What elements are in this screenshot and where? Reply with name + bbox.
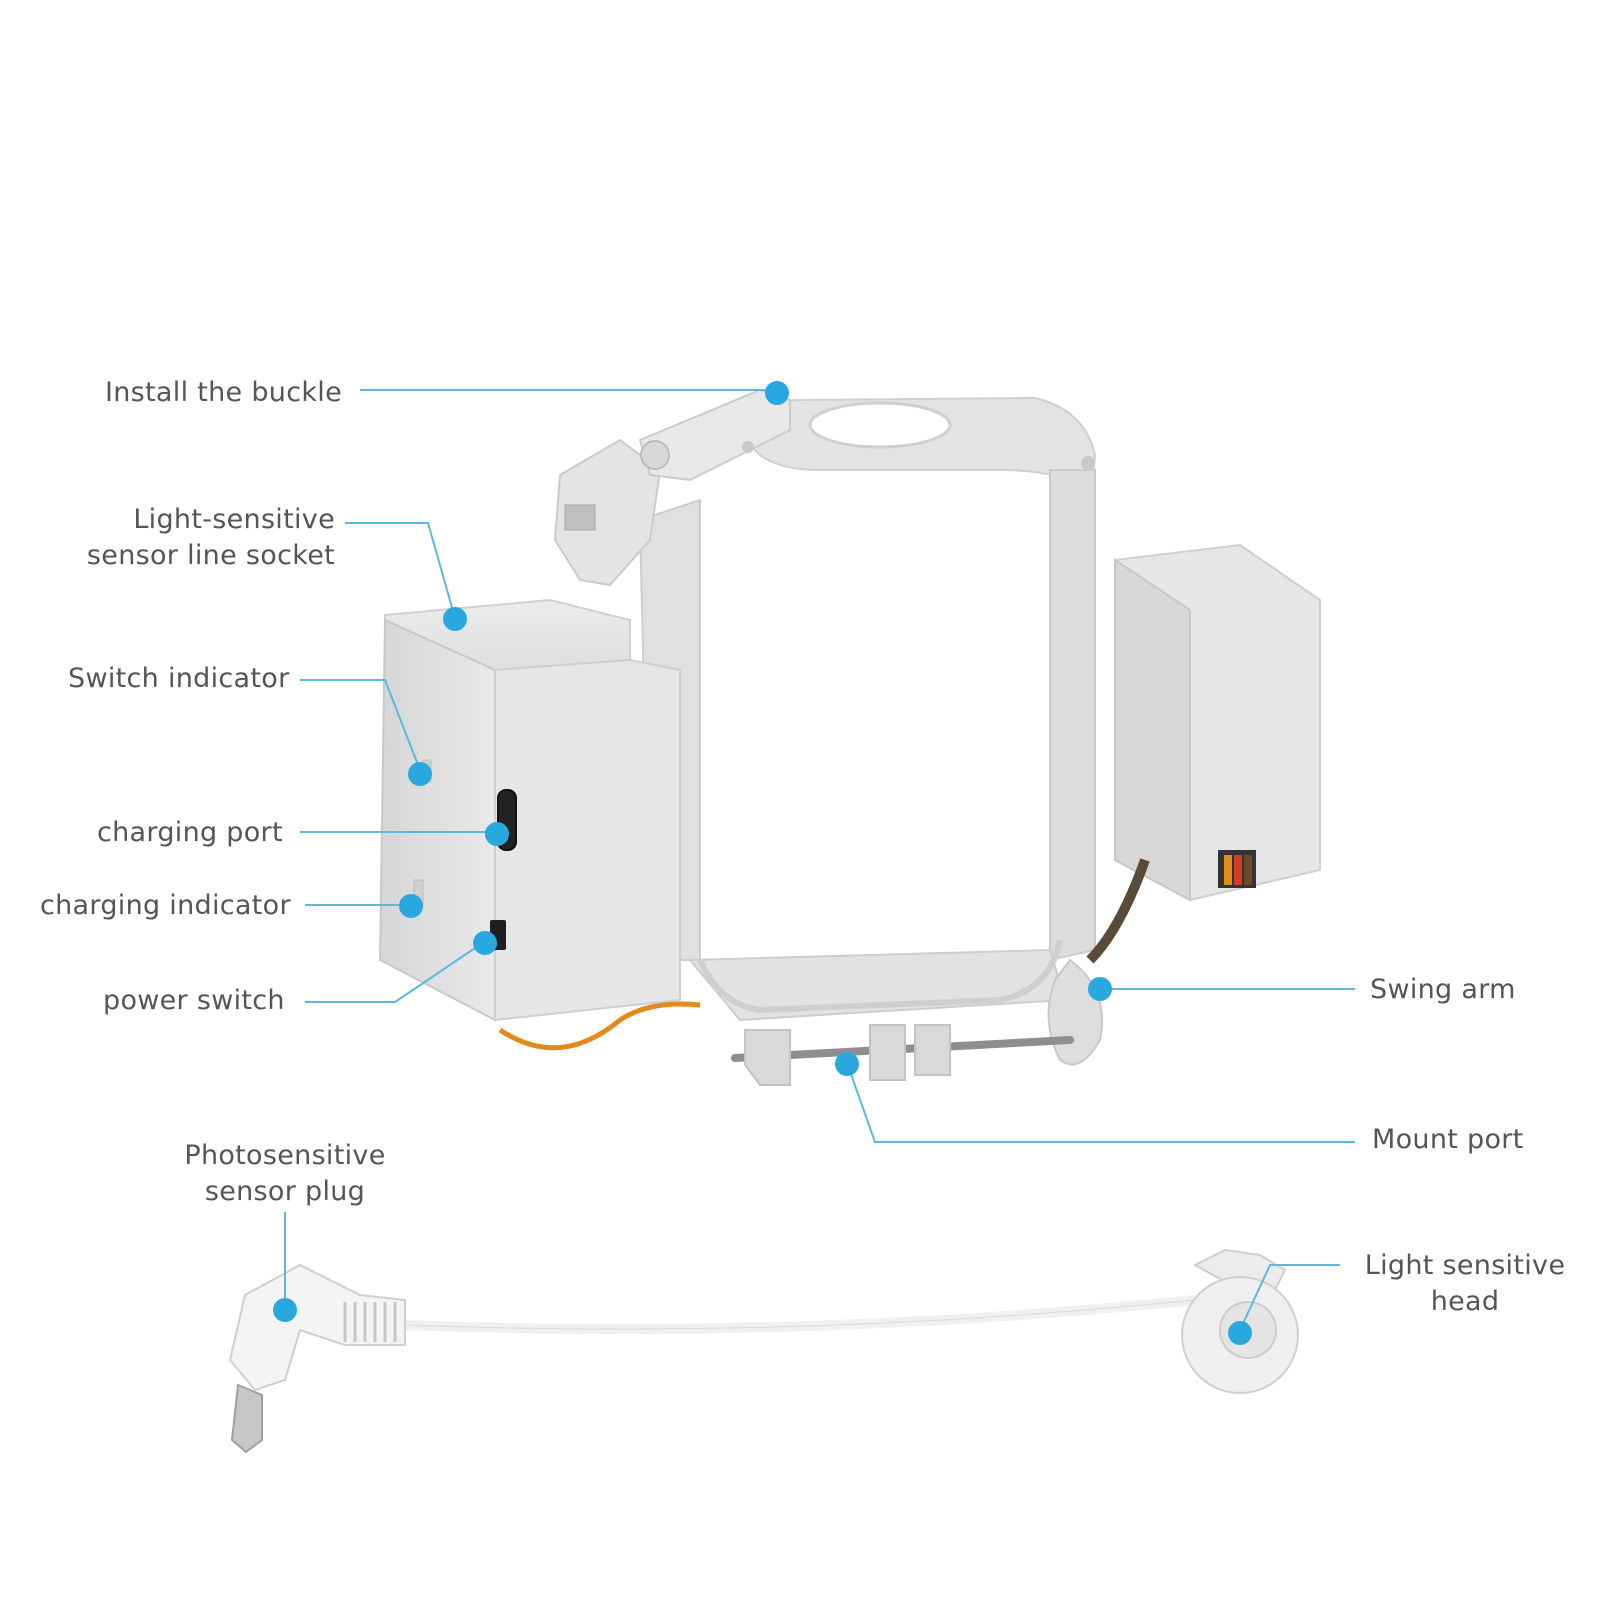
mount-clip-left	[744, 1029, 791, 1086]
bracket-frame	[638, 396, 1097, 1022]
mount-clip-right	[914, 1024, 951, 1076]
label-charging-port: charging port	[97, 817, 283, 848]
label-sensor-line-socket-line2: sensor line socket	[86, 540, 335, 571]
leader-power-switch	[305, 941, 485, 1003]
lower-curve	[697, 939, 1063, 1014]
leader-sensitive-head	[1239, 1264, 1340, 1331]
dot-swing-arm	[1088, 977, 1112, 1001]
dot-power-switch	[473, 931, 497, 955]
right-box	[1086, 543, 1321, 964]
label-swing-arm: Swing arm	[1370, 974, 1516, 1005]
label-sensor-plug-line2: sensor plug	[204, 1176, 366, 1207]
dot-sensitive-head	[1228, 1321, 1252, 1345]
leader-mount-port	[846, 1062, 1355, 1143]
label-switch-indicator: Switch indicator	[68, 663, 290, 694]
label-sensor-line-socket: Light-sensitive sensor line socket	[60, 502, 335, 574]
leader-switch-indicator	[300, 679, 421, 771]
label-sensor-plug: Photosensitive sensor plug	[170, 1138, 400, 1210]
mount-clip-mid	[869, 1024, 906, 1081]
plug-body	[228, 1263, 406, 1392]
top-ring	[808, 401, 952, 449]
label-mount-port: Mount port	[1372, 1124, 1524, 1155]
plug-ribs	[343, 1302, 397, 1342]
dot-charging-port	[485, 822, 509, 846]
dot-sensor-socket	[443, 607, 467, 631]
dot-sensor-plug	[273, 1298, 297, 1322]
dot-charging-indicator	[399, 894, 423, 918]
label-sensitive-head-line2: head	[1430, 1286, 1500, 1317]
left-box-front	[494, 658, 681, 1022]
plug-barrel	[230, 1383, 263, 1454]
label-install-buckle: Install the buckle	[105, 377, 342, 408]
leader-sensor-socket	[345, 522, 456, 619]
orange-wire	[498, 1001, 701, 1051]
dot-switch-indicator	[408, 762, 432, 786]
label-sensitive-head: Light sensitive head	[1350, 1248, 1580, 1320]
label-sensor-plug-line1: Photosensitive	[184, 1140, 386, 1171]
label-sensor-line-socket-line1: Light-sensitive	[133, 504, 335, 535]
label-power-switch: power switch	[103, 985, 285, 1016]
label-sensitive-head-line1: Light sensitive	[1364, 1250, 1566, 1281]
dot-mount-port	[835, 1052, 859, 1076]
label-charging-indicator: charging indicator	[40, 890, 291, 921]
dot-install-buckle	[765, 381, 789, 405]
